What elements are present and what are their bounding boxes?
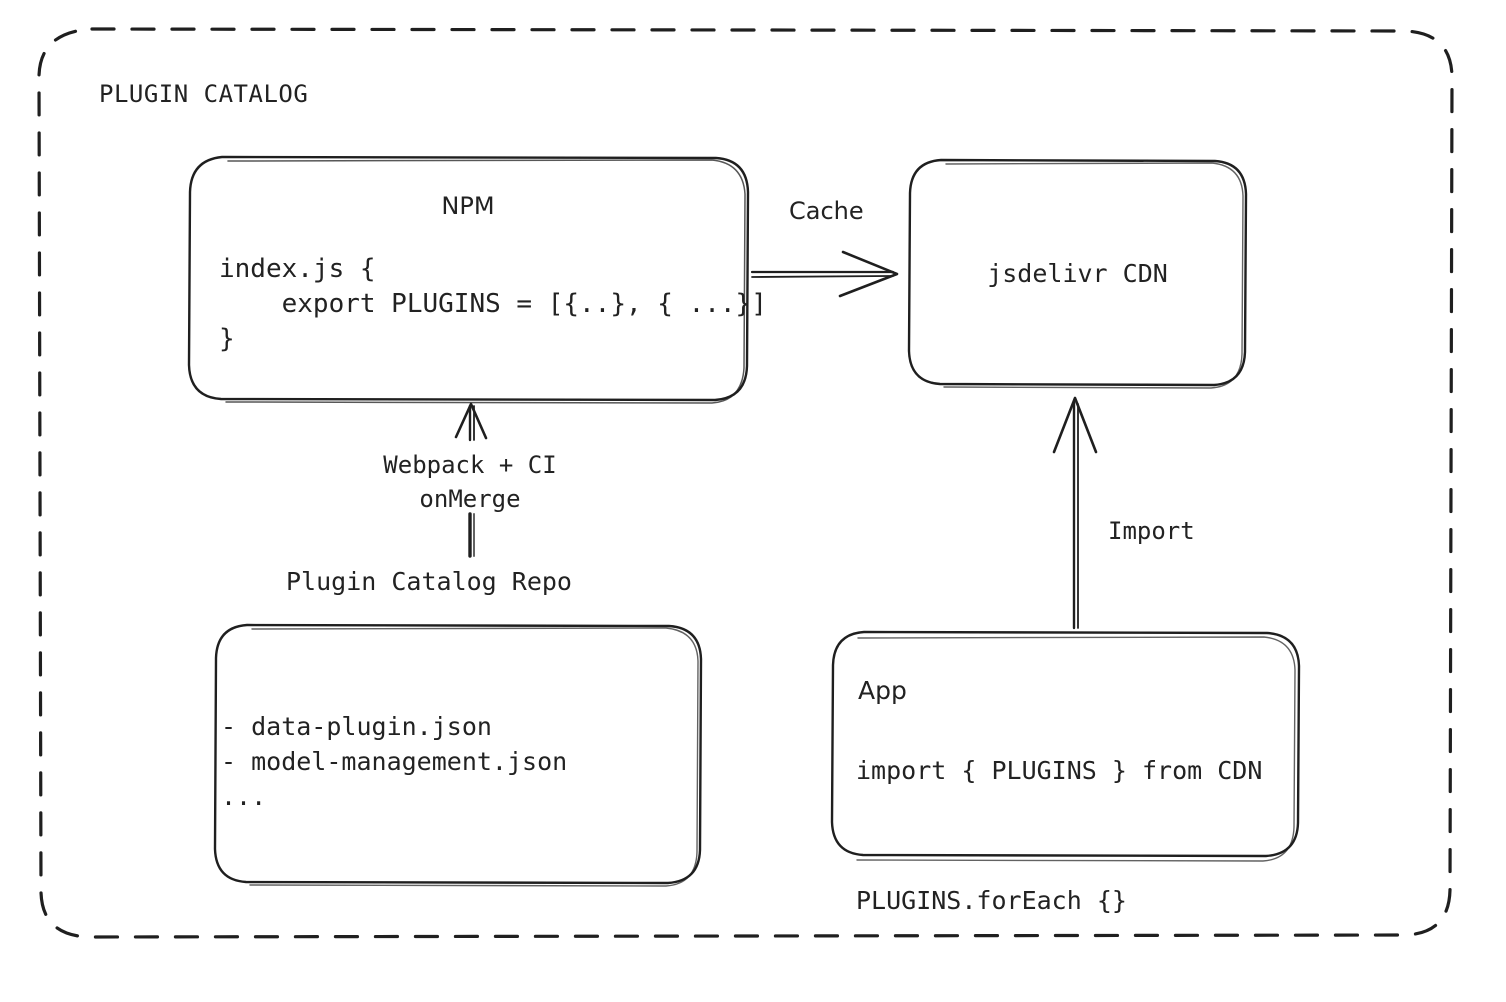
edge-label-import: Import xyxy=(1108,517,1195,545)
app-node-code: import { PLUGINS } from CDN PLUGINS.forE… xyxy=(856,756,1263,915)
repo-node-items: - data-plugin.json - model-management.js… xyxy=(221,712,568,811)
edge-app-to-cdn xyxy=(1052,396,1098,630)
edge-label-cache: Cache xyxy=(789,197,864,225)
edge-npm-to-cdn xyxy=(750,250,899,298)
group-title: PLUGIN CATALOG xyxy=(99,80,309,108)
edge-label-webpack: Webpack + CI onMerge xyxy=(383,451,557,513)
app-node-title: App xyxy=(858,676,907,705)
repo-node-title: Plugin Catalog Repo xyxy=(286,567,572,596)
npm-node-title: NPM xyxy=(441,192,495,220)
npm-node-code: index.js { export PLUGINS = [{..}, { ...… xyxy=(219,254,767,354)
cdn-node-title: jsdelivr CDN xyxy=(987,259,1168,288)
